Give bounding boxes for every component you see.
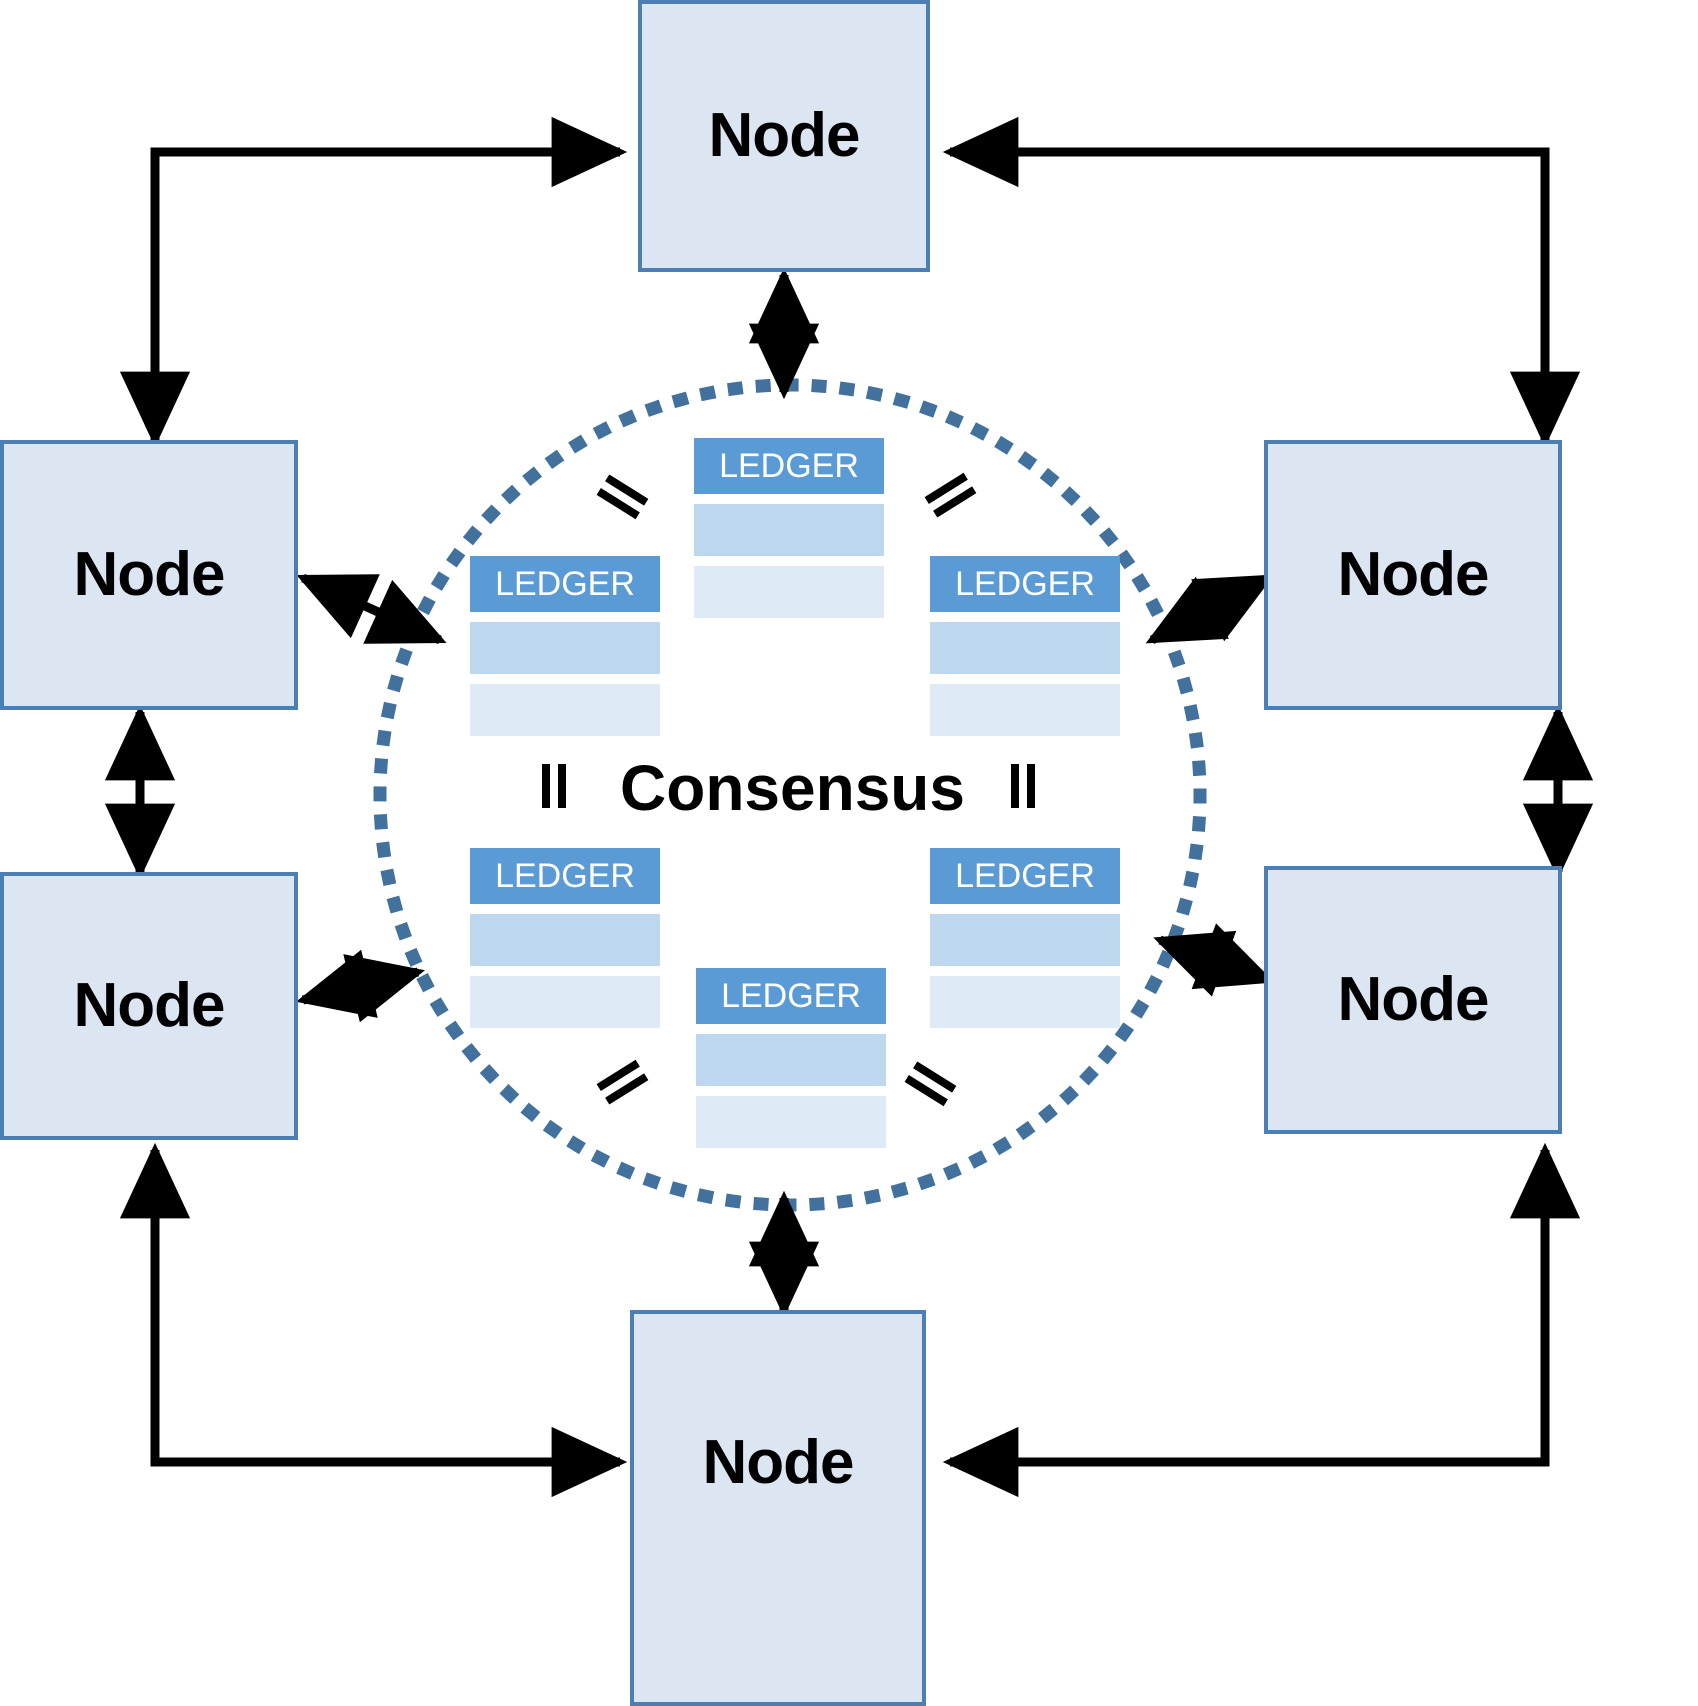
node-box-right-upper[interactable]: Node: [1264, 440, 1562, 710]
ledger-header: LEDGER: [694, 438, 884, 494]
ledger-right-lower[interactable]: LEDGER: [930, 848, 1120, 1028]
spoke-rightlower-node-to-circle: [1153, 923, 1275, 997]
ring-arrow-leftupper-to-top: [119, 116, 628, 448]
spoke-rightupper-node-to-circle: [1145, 574, 1275, 644]
ledger-header: LEDGER: [696, 968, 886, 1024]
ledger-row: [694, 504, 884, 556]
consensus-equals-right: [1003, 764, 1043, 808]
ledger-header: LEDGER: [930, 556, 1120, 612]
ledger-row: [696, 1096, 886, 1148]
ledger-row: [470, 684, 660, 736]
node-label: Node: [702, 1428, 855, 1497]
ledger-row: [470, 914, 660, 966]
node-label: Node: [1337, 540, 1490, 609]
ledger-top[interactable]: LEDGER: [694, 438, 884, 618]
ledger-row: [694, 566, 884, 618]
consensus-equals-left: [534, 764, 574, 808]
ring-arrow-leftlower-to-bottom: [119, 1142, 628, 1498]
node-box-right-lower[interactable]: Node: [1264, 866, 1562, 1134]
ledger-row: [696, 1034, 886, 1086]
spoke-leftlower-node-to-circle: [296, 949, 425, 1023]
ledger-row: [930, 622, 1120, 674]
node-label: Node: [73, 540, 226, 609]
ledger-bottom[interactable]: LEDGER: [696, 968, 886, 1148]
ledger-left-upper[interactable]: LEDGER: [470, 556, 660, 736]
node-label: Node: [1337, 965, 1490, 1034]
ledger-left-lower[interactable]: LEDGER: [470, 848, 660, 1028]
ledger-header: LEDGER: [470, 556, 660, 612]
ledger-row: [930, 914, 1120, 966]
node-label: Node: [708, 101, 861, 170]
node-box-top[interactable]: Node: [638, 0, 930, 272]
ledger-row: [930, 976, 1120, 1028]
consensus-label: Consensus: [620, 752, 965, 824]
node-box-left-lower[interactable]: Node: [0, 872, 298, 1140]
ledger-header: LEDGER: [930, 848, 1120, 904]
node-label: Node: [73, 971, 226, 1040]
ring-arrow-top-to-rightupper: [942, 116, 1581, 448]
node-box-left-upper[interactable]: Node: [0, 440, 298, 710]
ledger-row: [470, 622, 660, 674]
spoke-leftupper-node-to-circle: [296, 573, 447, 645]
ledger-row: [470, 976, 660, 1028]
ledger-row: [930, 684, 1120, 736]
ledger-header: LEDGER: [470, 848, 660, 904]
ledger-right-upper[interactable]: LEDGER: [930, 556, 1120, 736]
ring-arrow-rightlower-to-bottom: [942, 1142, 1581, 1498]
node-box-bottom[interactable]: Node: [630, 1310, 926, 1706]
